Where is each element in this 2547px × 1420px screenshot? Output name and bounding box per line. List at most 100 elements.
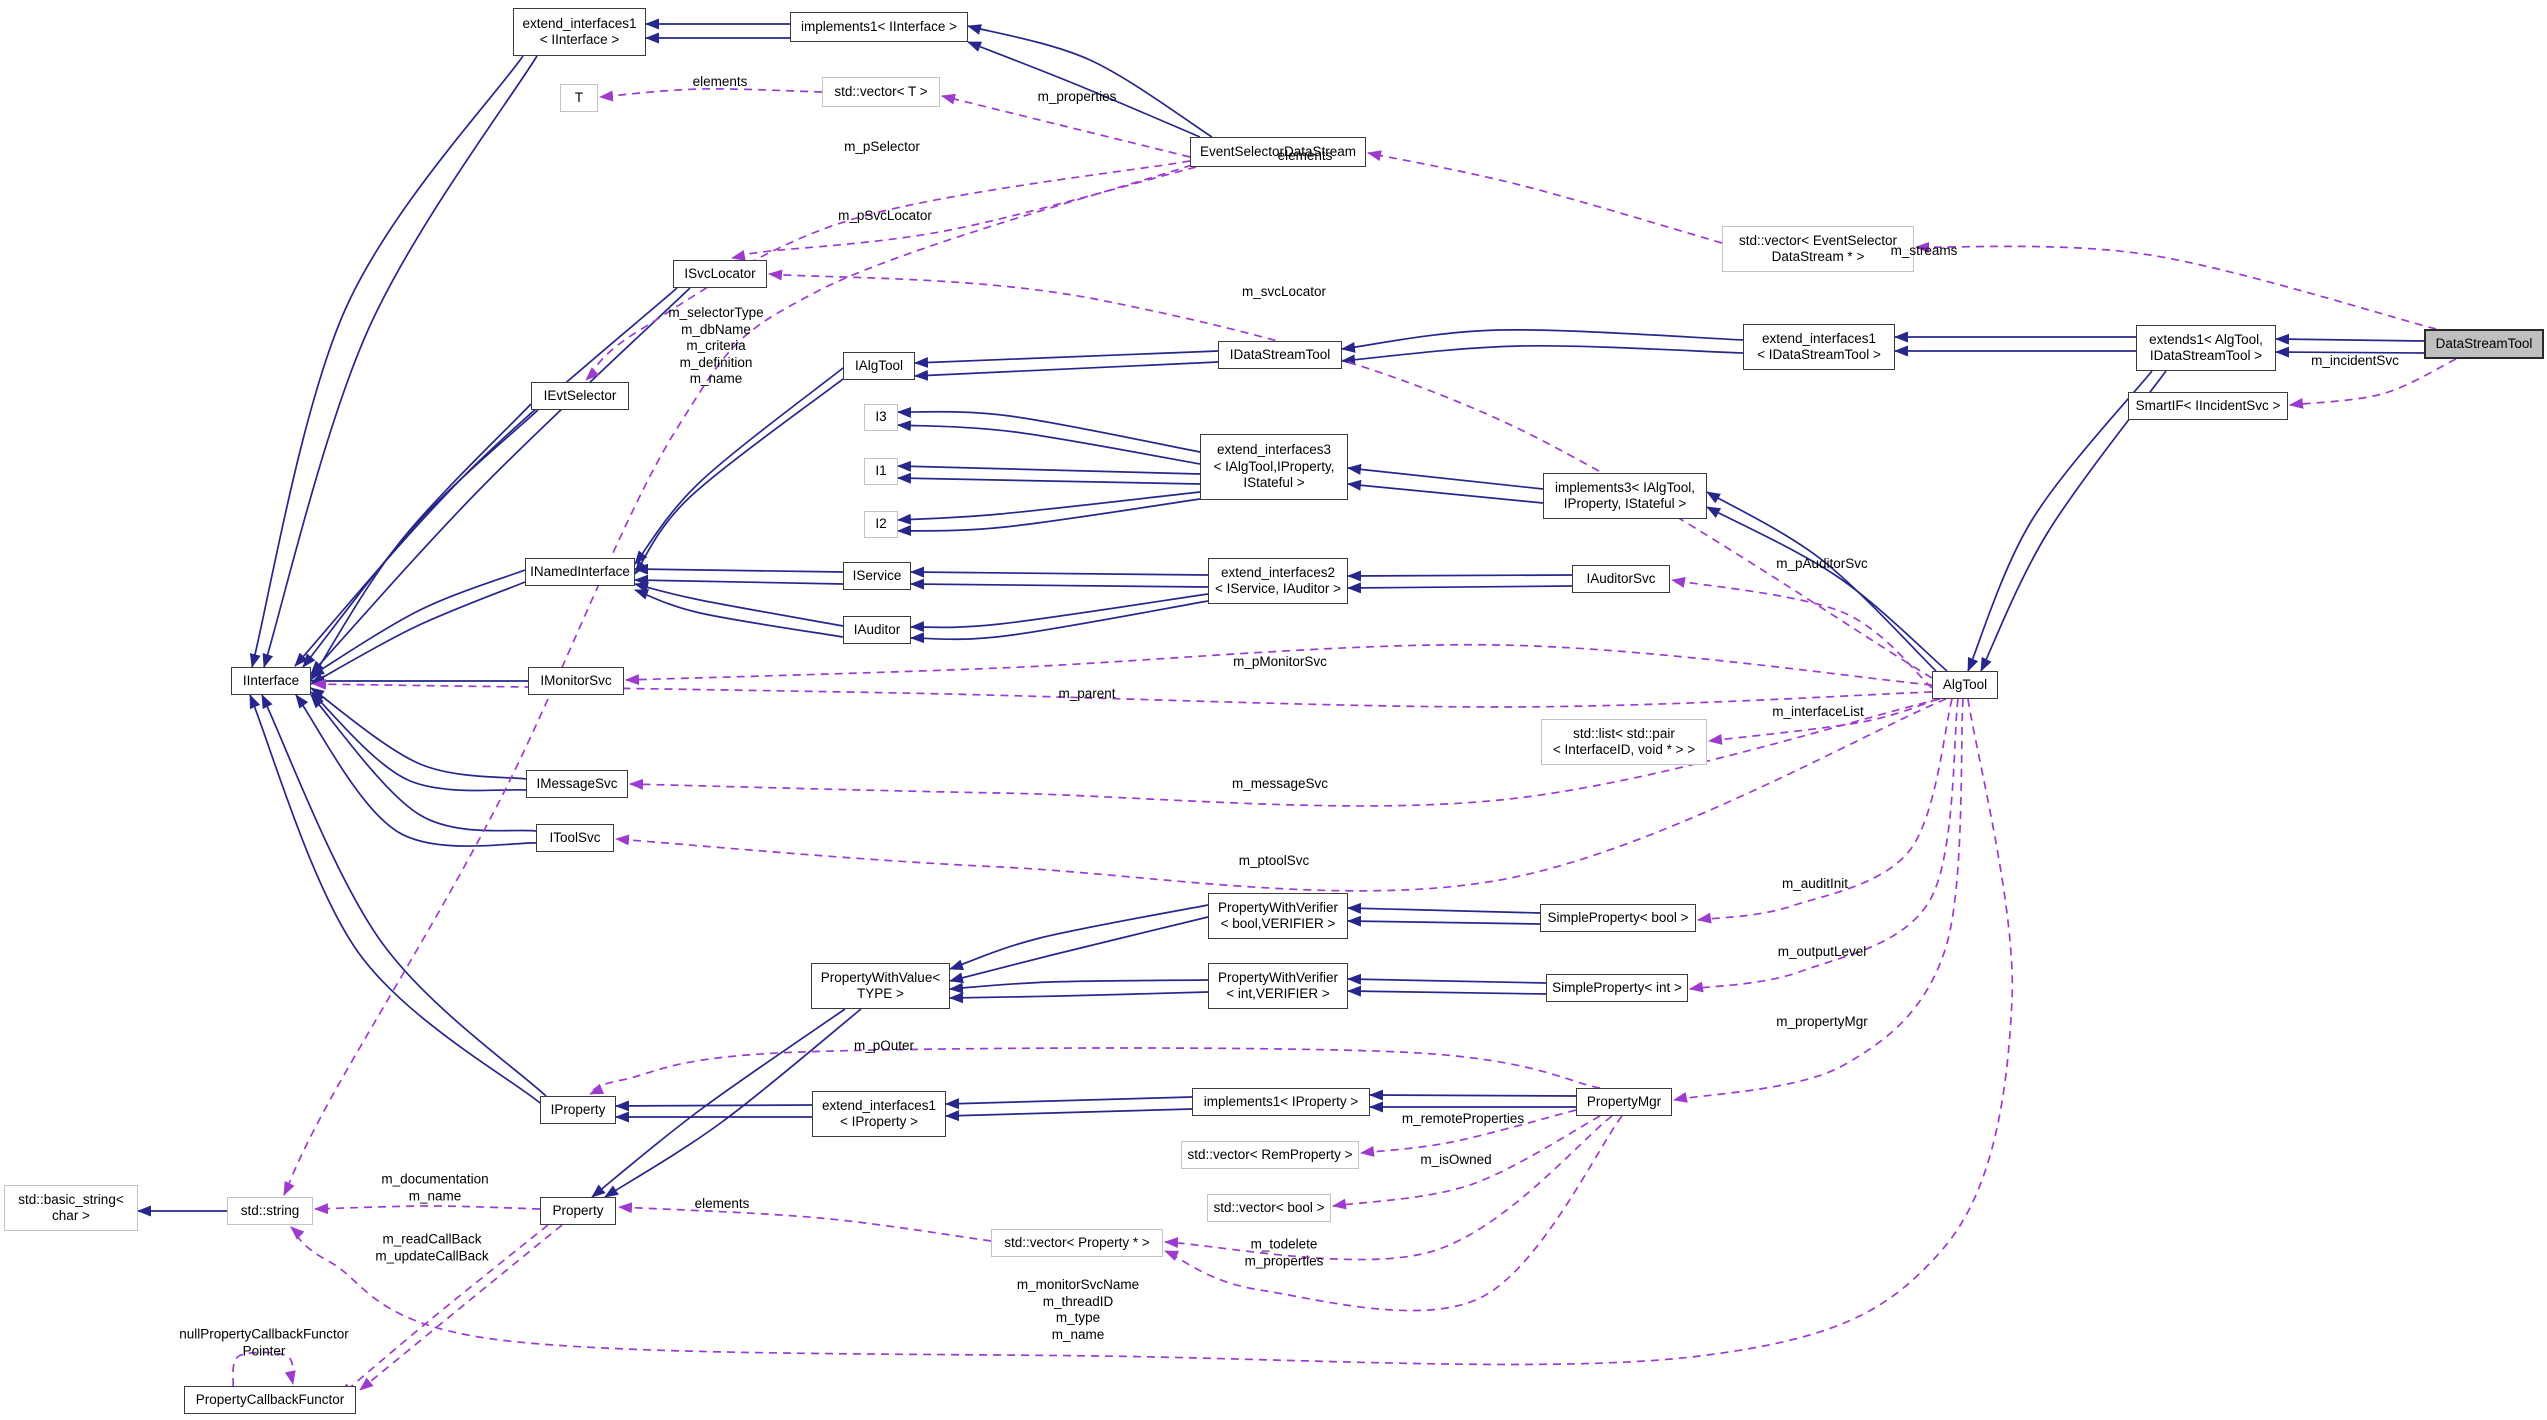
node-label: ISvcLocator: [684, 265, 756, 281]
node-pwv-bool[interactable]: PropertyWithVerifier< bool,VERIFIER >: [1208, 893, 1348, 939]
node-vec-remproperty: std::vector< RemProperty >: [1181, 1141, 1359, 1169]
node-iservice[interactable]: IService: [843, 562, 911, 590]
node-imonitorsvc[interactable]: IMonitorSvc: [528, 667, 624, 695]
node-propertycallbackfunctor[interactable]: PropertyCallbackFunctor: [184, 1386, 356, 1414]
edge-ei1ii-iinterface-b: [262, 55, 538, 668]
edge-idst-ialgtool-a: [914, 350, 1219, 368]
edge-idst-ialgtool-b: [914, 361, 1219, 381]
node-datastreamtool[interactable]: DataStreamTool: [2424, 329, 2544, 359]
node-impl1-iinterface[interactable]: implements1< IInterface >: [790, 12, 968, 42]
node-label: IDataStreamTool: [1229, 346, 1331, 362]
node-label: IMonitorSvc: [540, 672, 612, 688]
edge-algtool-spbool: [1697, 698, 1953, 924]
node-ei3[interactable]: extend_interfaces3< IAlgTool,IProperty,I…: [1200, 434, 1348, 500]
edge-algtool-impl3-a: [1706, 491, 1937, 672]
node-label: std::basic_string<: [18, 1191, 124, 1207]
node-label: TYPE >: [857, 986, 904, 1001]
edge-algtool-isvclocator: [768, 269, 1933, 679]
edge-esds-impl1ii-b: [967, 41, 1201, 138]
node-label: char >: [52, 1208, 90, 1223]
edge-dst-ext1-b: [2275, 346, 2425, 358]
node-label: IAuditorSvc: [1586, 570, 1656, 586]
node-algtool[interactable]: AlgTool: [1932, 671, 1998, 699]
node-label: T: [574, 89, 584, 105]
edge-algtool-propmgr: [1673, 698, 1964, 1103]
edge-vect-t: [599, 88, 823, 102]
edge-ei2-iauditor-b: [910, 600, 1209, 644]
node-label: AlgTool: [1942, 676, 1988, 692]
node-t: T: [560, 84, 598, 112]
node-label: IStateful >: [1243, 475, 1305, 491]
edge-esds-isvclocator: [731, 166, 1197, 261]
edge-spbool-pwvbool-b: [1347, 915, 1541, 927]
node-inamedinterface[interactable]: INamedInterface: [525, 558, 635, 586]
node-pwv-int[interactable]: PropertyWithVerifier< int,VERIFIER >: [1208, 963, 1348, 1009]
node-vec-bool: std::vector< bool >: [1207, 1194, 1331, 1222]
edge-imessagesvc-iinterface-a: [310, 687, 527, 780]
edge-iproperty-iinterface-a: [261, 694, 547, 1097]
edge-imessagesvc-iinterface-b: [310, 691, 527, 792]
node-ievtselector[interactable]: IEvtSelector: [531, 382, 629, 410]
node-ei2[interactable]: extend_interfaces2< IService, IAuditor >: [1208, 558, 1348, 604]
node-propertymgr[interactable]: PropertyMgr: [1576, 1088, 1672, 1116]
node-impl1-iproperty[interactable]: implements1< IProperty >: [1192, 1088, 1370, 1116]
node-label: extend_interfaces1: [821, 1097, 937, 1113]
edge-ei1idst-idst-b: [1341, 344, 1744, 366]
node-itoolsvc[interactable]: IToolSvc: [536, 824, 614, 852]
edge-ei1ii-iinterface-a: [249, 55, 524, 668]
edge-ialgtool-inamed-a: [634, 367, 844, 565]
node-property[interactable]: Property: [540, 1197, 616, 1225]
node-label: SimpleProperty< int >: [1552, 979, 1682, 995]
node-label: IDataStreamTool >: [2149, 348, 2263, 363]
edge-propmgr-vecbool: [1332, 1115, 1601, 1210]
node-isvclocator[interactable]: ISvcLocator: [673, 260, 767, 288]
node-ialgtool[interactable]: IAlgTool: [843, 352, 915, 380]
edge-ei3-i1-a: [897, 460, 1201, 475]
node-iauditor[interactable]: IAuditor: [843, 616, 911, 644]
node-sp-bool[interactable]: SimpleProperty< bool >: [1540, 904, 1696, 932]
edge-ievtselector-iinterface-b: [310, 403, 532, 681]
node-sp-int[interactable]: SimpleProperty< int >: [1546, 974, 1688, 1002]
edge-isvclocator-iinterface-a: [294, 287, 678, 667]
edge-algtool-listpair: [1708, 698, 1939, 745]
node-label: PropertyWithValue<: [820, 969, 941, 985]
node-label: IProperty, IStateful >: [1563, 496, 1687, 511]
node-label: std::vector< Property * >: [1004, 1234, 1150, 1250]
node-imessagesvc[interactable]: IMessageSvc: [526, 770, 628, 798]
node-pwvalue[interactable]: PropertyWithValue<TYPE >: [811, 963, 950, 1009]
edge-ei3-i2-b: [897, 498, 1201, 537]
node-iproperty[interactable]: IProperty: [540, 1096, 616, 1124]
edge-ei3-i2-a: [897, 491, 1201, 525]
node-label: IAlgTool: [854, 357, 904, 373]
node-ei1-iproperty[interactable]: extend_interfaces1< IProperty >: [812, 1091, 946, 1137]
edge-pwvint-pwvalue-a: [949, 979, 1209, 994]
node-label: < IAlgTool,IProperty,: [1213, 458, 1335, 474]
edge-dst-smartif: [2289, 358, 2457, 409]
edge-algtool-impl3-b: [1706, 506, 1948, 672]
node-ei1-idatastreamtool[interactable]: extend_interfaces1< IDataStreamTool >: [1743, 324, 1895, 370]
edge-algtool-spint: [1689, 698, 1959, 993]
node-iauditorsvc[interactable]: IAuditorSvc: [1572, 565, 1670, 593]
node-iinterface[interactable]: IInterface: [231, 667, 311, 695]
node-label: I1: [875, 463, 887, 479]
node-i3: I3: [864, 404, 898, 431]
node-label: extend_interfaces1: [522, 15, 637, 31]
node-eventselectordatastream[interactable]: EventSelectorDataStream: [1190, 137, 1366, 167]
edge-algtool-imonitorsvc: [625, 643, 1933, 686]
edge-propmgr-iproperty-pouter: [589, 1047, 1601, 1095]
edge-inamed-iinterface-b: [310, 581, 526, 685]
node-smartif-iincidentsvc[interactable]: SmartIF< IIncidentSvc >: [2128, 392, 2288, 420]
node-extends1-algtool[interactable]: extends1< AlgTool,IDataStreamTool >: [2136, 325, 2276, 371]
edge-iservice-inamed-a: [634, 563, 844, 575]
node-label: DataStream * >: [1771, 249, 1865, 264]
node-idatastreamtool[interactable]: IDataStreamTool: [1218, 341, 1342, 369]
node-vec-property-ptr: std::vector< Property * >: [991, 1229, 1163, 1257]
node-label: SmartIF< IIncidentSvc >: [2135, 397, 2281, 413]
edge-ievtselector-iinterface-a: [302, 409, 539, 668]
node-ei1-iinterface[interactable]: extend_interfaces1< IInterface >: [513, 8, 646, 56]
edge-property-pcf-a: [359, 1224, 563, 1391]
edge-property-stdstring: [314, 1203, 541, 1215]
node-impl3[interactable]: implements3< IAlgTool,IProperty, IStatef…: [1543, 473, 1707, 519]
